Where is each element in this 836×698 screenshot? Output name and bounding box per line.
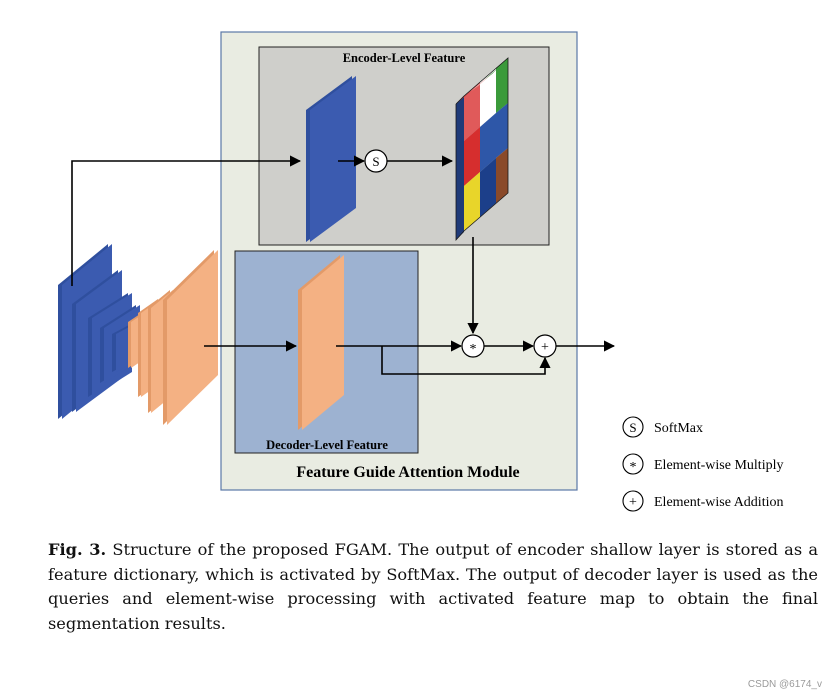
legend-softmax-icon [622, 416, 644, 438]
legend-add-label: Element-wise Addition [654, 495, 783, 510]
fgam-diagram: Encoder-Level Feature Decoder-Level Feat… [58, 31, 783, 512]
legend: S SoftMax * Element-wise Multiply + Elem… [622, 416, 783, 512]
encoder-feature-layer-face [310, 76, 356, 242]
legend-multiply-symbol: * [630, 460, 637, 475]
legend-softmax-label: SoftMax [654, 421, 703, 436]
skip-connection-arrow [71, 155, 302, 286]
residual-arrow [381, 346, 551, 375]
figure-caption-text: Structure of the proposed FGAM. The outp… [48, 540, 818, 633]
decoder-feature-layer-face [302, 255, 344, 430]
module-title: Feature Guide Attention Module [296, 464, 519, 481]
figure-caption: Fig. 3. Structure of the proposed FGAM. … [48, 538, 818, 636]
multiply-operator-symbol: * [470, 342, 477, 357]
legend-multiply-label: Element-wise Multiply [654, 458, 783, 473]
encoder-label: Encoder-Level Feature [343, 51, 466, 65]
legend-softmax-symbol: S [629, 420, 636, 435]
legend-add-icon [622, 490, 644, 512]
watermark: CSDN @6174_v [747, 679, 822, 690]
decoder-label: Decoder-Level Feature [266, 438, 388, 452]
figure-label: Fig. 3. [48, 540, 107, 559]
decoder-stack [128, 250, 218, 425]
softmax-operator-symbol: S [372, 154, 379, 169]
legend-multiply-icon [622, 453, 644, 475]
feature-dictionary-cube [455, 57, 509, 242]
legend-add-symbol: + [629, 495, 637, 510]
add-operator-symbol: + [541, 340, 549, 355]
